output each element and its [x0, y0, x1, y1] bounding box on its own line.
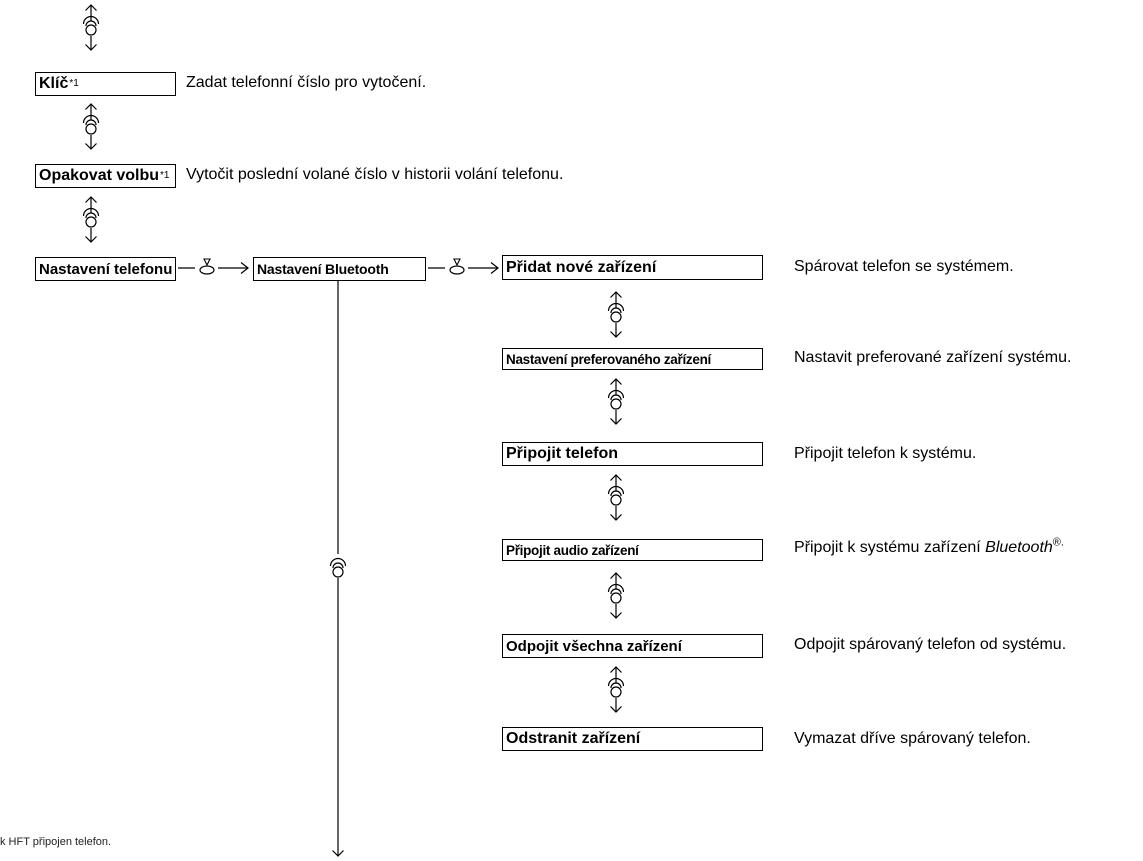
menu-item-key[interactable]: Klíč*1 — [35, 72, 176, 96]
menu-item-redial-label: Opakovat volbu — [39, 167, 160, 184]
nav-pair-bt-4 — [609, 573, 624, 618]
menu-item-disconnect-all-description: Odpojit spárovaný telefon od systému. — [794, 636, 1067, 653]
footnote: k HFT připojen telefon. — [0, 836, 112, 848]
menu-item-remove-device[interactable]: Odstranit zařízení — [502, 727, 763, 751]
connect-audio-description-text: Připojit k systému zařízení — [794, 539, 986, 556]
bluetooth-brand-text: Bluetooth — [985, 539, 1053, 556]
menu-item-add-device[interactable]: Přidat nové zařízení — [502, 255, 763, 280]
menu-item-preferred-device-label: Nastavení preferovaného zařízení — [506, 351, 711, 367]
press-connector-1 — [178, 258, 249, 275]
menu-item-remove-device-label: Odstranit zařízení — [506, 730, 641, 747]
menu-item-preferred-device-description: Nastavit preferované zařízení systému. — [794, 349, 1072, 366]
menu-item-disconnect-all[interactable]: Odpojit všechna zařízení — [502, 634, 763, 658]
nav-pair-bt-5 — [609, 667, 624, 712]
menu-item-connect-phone-label: Připojit telefon — [506, 445, 618, 462]
menu-item-disconnect-all-label: Odpojit všechna zařízení — [506, 637, 682, 655]
press-connector-2 — [428, 258, 499, 275]
menu-item-connect-phone-description: Připojit telefon k systému. — [794, 445, 977, 462]
menu-item-phone-settings[interactable]: Nastavení telefonu — [35, 257, 176, 281]
nav-pair-bt-2 — [609, 379, 624, 424]
bluetooth-vertical-nav — [329, 280, 347, 857]
menu-item-remove-device-description: Vymazat dříve spárovaný telefon. — [794, 730, 1031, 747]
menu-item-phone-settings-label: Nastavení telefonu — [39, 260, 173, 278]
menu-item-preferred-device[interactable]: Nastavení preferovaného zařízení — [502, 348, 763, 370]
nav-pair-key-redial — [84, 104, 99, 149]
menu-item-redial-description: Vytočit poslední volané číslo v historii… — [186, 166, 564, 183]
nav-pair-bt-1 — [609, 292, 624, 337]
nav-pair-redial-settings — [84, 197, 99, 242]
nav-pair-bt-3 — [609, 475, 624, 520]
registered-mark: ®. — [1052, 536, 1064, 549]
menu-item-connect-phone[interactable]: Připojit telefon — [502, 442, 763, 466]
menu-item-connect-audio-description: Připojit k systému zařízení Bluetooth®. — [794, 536, 1064, 557]
menu-item-key-description: Zadat telefonní číslo pro vytočení. — [186, 74, 427, 91]
menu-item-connect-audio[interactable]: Připojit audio zařízení — [502, 539, 763, 561]
menu-item-add-device-label: Přidat nové zařízení — [506, 258, 657, 276]
menu-item-redial[interactable]: Opakovat volbu*1 — [35, 164, 176, 188]
menu-item-bluetooth-settings[interactable]: Nastavení Bluetooth — [253, 257, 426, 281]
menu-item-add-device-description: Spárovat telefon se systémem. — [794, 258, 1014, 275]
menu-item-connect-audio-label: Připojit audio zařízení — [506, 542, 639, 558]
nav-pair-top — [84, 5, 99, 50]
menu-item-bluetooth-settings-label: Nastavení Bluetooth — [257, 261, 389, 277]
menu-item-key-label: Klíč — [39, 75, 69, 92]
